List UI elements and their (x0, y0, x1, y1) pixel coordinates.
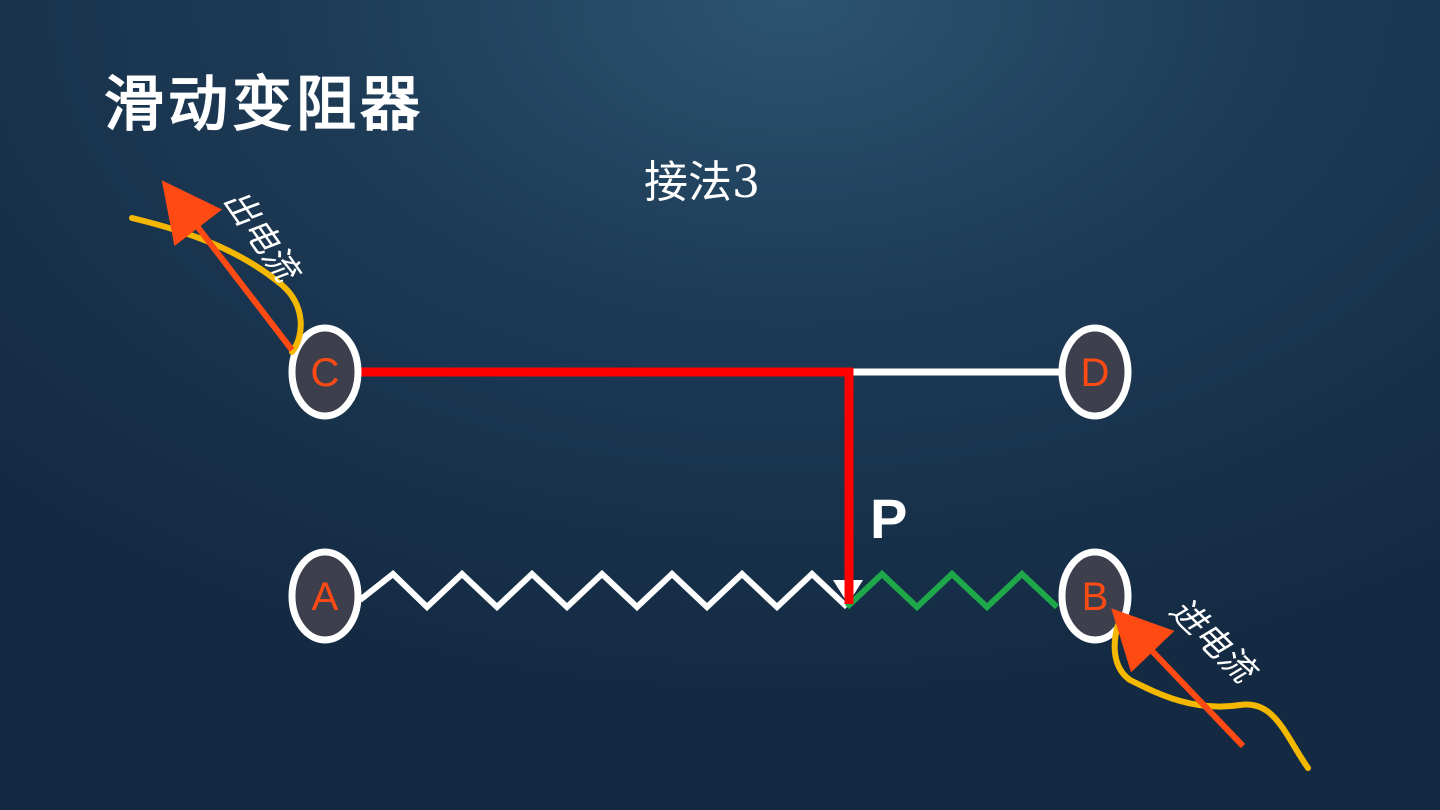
terminal-d-label: D (1081, 351, 1110, 395)
slider-label: P (870, 487, 907, 550)
terminal-c: C (288, 324, 362, 420)
terminal-d: D (1058, 324, 1132, 420)
terminal-b-label: B (1082, 575, 1109, 619)
terminal-a: A (288, 548, 362, 644)
page-title: 滑动变阻器 (104, 70, 424, 140)
resistor-coil-inactive (358, 569, 850, 612)
terminal-a-label: A (312, 575, 339, 619)
resistor-coil-active (844, 569, 1060, 612)
current-out-arrow-icon (161, 180, 295, 352)
terminal-c-label: C (311, 351, 340, 395)
current-out-label: 出电流 (215, 182, 309, 293)
page-subtitle: 接法3 (644, 157, 760, 208)
current-in-arrow-icon (1111, 608, 1246, 749)
